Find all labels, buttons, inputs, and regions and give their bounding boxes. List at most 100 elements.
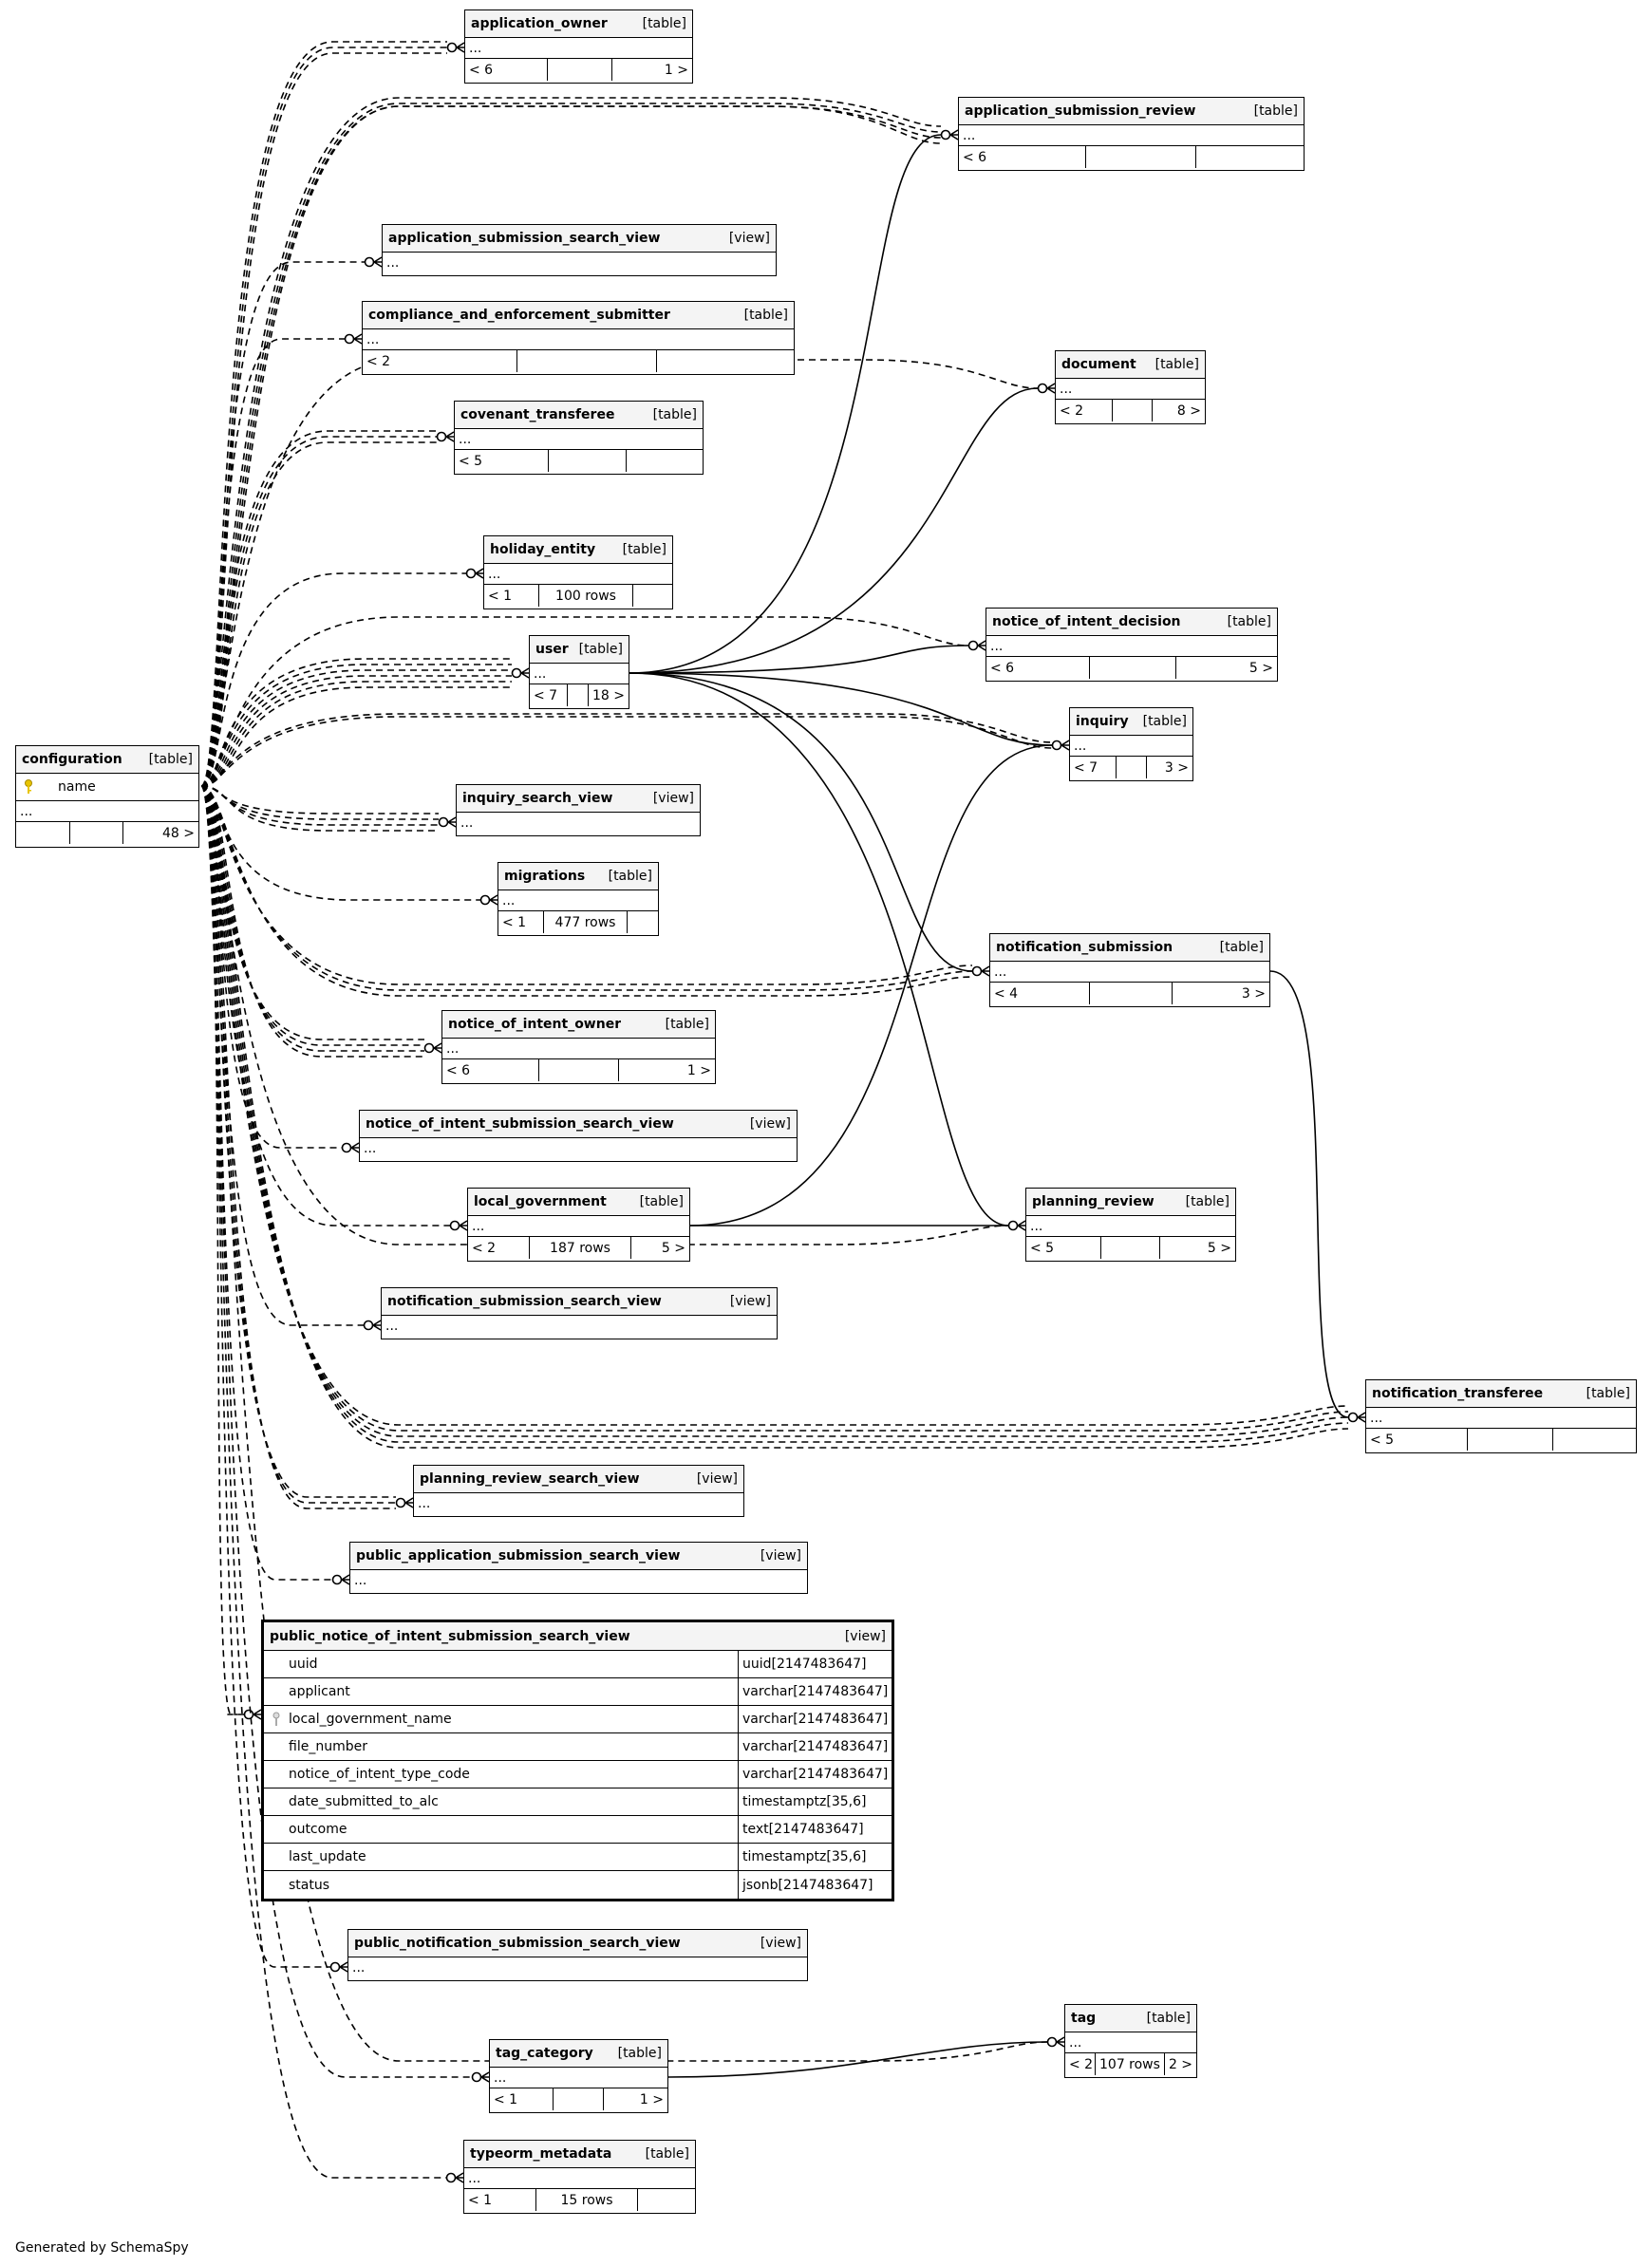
crows-foot-marker: [1051, 740, 1070, 751]
crows-foot-marker: [363, 1320, 382, 1331]
more-columns: ...: [459, 431, 472, 447]
table-configuration[interactable]: configuration[table] name ... 48 >: [15, 745, 199, 848]
view-public-application-submission-search-view[interactable]: public_application_submission_search_vie…: [349, 1542, 808, 1594]
table-name: configuration: [22, 752, 122, 767]
parents-count: < 1: [498, 911, 544, 933]
more-columns: ...: [364, 1141, 377, 1156]
table-name: planning_review: [1032, 1194, 1155, 1209]
table-kind: [table]: [1586, 1386, 1630, 1401]
column-name: date_submitted_to_alc: [289, 1794, 439, 1809]
column-name: applicant: [289, 1684, 350, 1699]
config-fk-edge: [200, 713, 1053, 787]
config-fk-edge: [200, 785, 1349, 1437]
parents-count: < 2: [468, 1237, 530, 1259]
table-kind: [view]: [760, 1936, 801, 1951]
user-fk-edge: [629, 134, 942, 674]
more-columns: ...: [994, 964, 1007, 980]
config-fk-edge: [200, 675, 512, 787]
view-inquiry-search-view[interactable]: inquiry_search_view[view] ...: [456, 784, 701, 836]
crows-foot-marker: [344, 333, 363, 345]
table-application-submission-review[interactable]: application_submission_review[table] ...…: [958, 97, 1305, 171]
view-public-notice-of-intent-submission-search-view[interactable]: public_notice_of_intent_submission_searc…: [261, 1620, 894, 1901]
parents-count: < 6: [986, 657, 1090, 679]
table-notification-transferee[interactable]: notification_transferee[table] ... < 5: [1365, 1379, 1637, 1453]
children-count: 1 >: [639, 2091, 664, 2107]
parents-count: < 1: [490, 2088, 554, 2110]
config-fk-edge: [200, 105, 942, 787]
children-count: [657, 350, 794, 372]
table-compliance-and-enforcement-submitter[interactable]: compliance_and_enforcement_submitter[tab…: [362, 301, 795, 375]
parents-count: < 2: [1065, 2053, 1096, 2075]
table-name: user: [535, 642, 569, 657]
row-count: [1090, 983, 1173, 1004]
view-notice-of-intent-submission-search-view[interactable]: notice_of_intent_submission_search_view[…: [359, 1110, 798, 1162]
config-fk-edge: [200, 785, 1349, 1426]
table-kind: [table]: [1253, 103, 1298, 119]
more-columns: ...: [472, 1218, 485, 1234]
crows-foot-marker: [436, 431, 455, 442]
children-count: [627, 450, 703, 472]
table-name: notification_submission_search_view: [387, 1294, 662, 1309]
row-count: [549, 450, 627, 472]
crows-foot-marker: [967, 640, 986, 651]
view-planning-review-search-view[interactable]: planning_review_search_view[view] ...: [413, 1465, 744, 1517]
children-count: 5 >: [1248, 660, 1273, 676]
config-fk-edge: [200, 52, 447, 787]
children-count: 8 >: [1176, 403, 1201, 419]
table-kind: [view]: [652, 791, 694, 806]
more-columns: ...: [366, 331, 380, 347]
more-columns: ...: [385, 1319, 399, 1334]
view-public-notification-submission-search-view[interactable]: public_notification_submission_search_vi…: [347, 1929, 808, 1981]
config-fk-edge: [200, 436, 437, 787]
column-type: varchar[2147483647]: [742, 1684, 889, 1699]
children-count: 5 >: [661, 1240, 685, 1256]
table-name: public_notice_of_intent_submission_searc…: [270, 1628, 630, 1644]
view-application-submission-search-view[interactable]: application_submission_search_view[view]…: [382, 224, 777, 276]
more-columns: ...: [418, 1496, 431, 1511]
config-fk-edge: [200, 785, 396, 1509]
row-count: [70, 822, 123, 844]
config-fk-edge: [200, 785, 973, 997]
tag-category-fk-edge: [667, 2041, 1048, 2078]
table-name: holiday_entity: [490, 542, 596, 557]
parents-count: < 2: [1056, 400, 1113, 421]
table-covenant-transferee[interactable]: covenant_transferee[table] ... < 5: [454, 401, 704, 475]
table-kind: [table]: [622, 542, 666, 557]
table-name: public_application_submission_search_vie…: [356, 1548, 681, 1564]
table-kind: [view]: [760, 1548, 801, 1564]
row-count: [1090, 657, 1176, 679]
config-fk-edge: [200, 785, 439, 832]
row-count: [539, 1059, 619, 1081]
table-notice-of-intent-decision[interactable]: notice_of_intent_decision[table] ... < 6…: [986, 608, 1278, 682]
view-notification-submission-search-view[interactable]: notification_submission_search_view[view…: [381, 1287, 778, 1339]
more-columns: ...: [488, 566, 501, 582]
user-fk-edge: [629, 387, 1039, 674]
table-kind: [table]: [1146, 2011, 1191, 2026]
parents-count: < 7: [530, 684, 568, 706]
local-government-fk-edge: [689, 744, 1053, 1227]
crows-foot-marker: [329, 1961, 348, 1973]
table-name: compliance_and_enforcement_submitter: [368, 308, 670, 323]
table-name: notification_submission: [996, 940, 1173, 955]
generated-by-footer: Generated by SchemaSpy: [15, 2240, 189, 2256]
more-columns: ...: [1370, 1410, 1383, 1426]
more-columns: ...: [1030, 1218, 1043, 1234]
row-count: 187 rows: [530, 1237, 631, 1259]
